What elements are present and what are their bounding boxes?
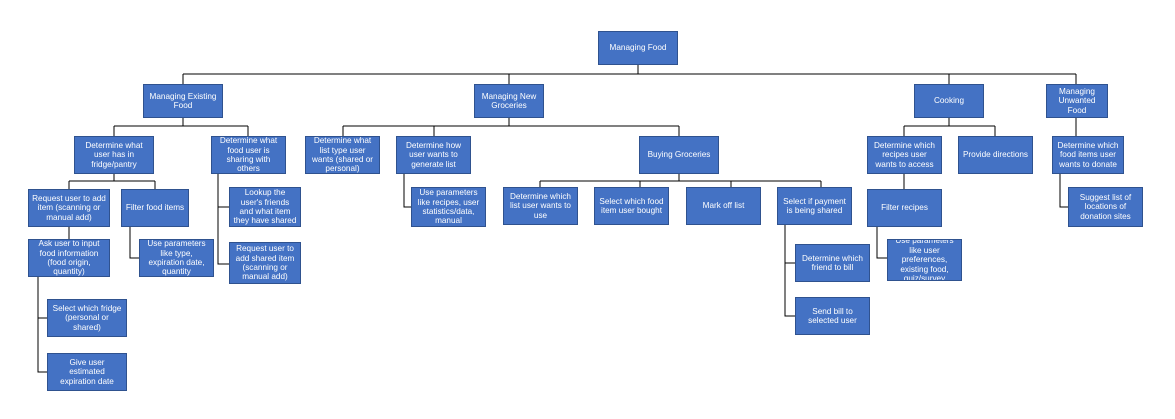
node-determine-recipes[interactable]: Determine which recipes user wants to ac… [867, 136, 942, 174]
node-input-food-info[interactable]: Ask user to input food information (food… [28, 239, 110, 277]
node-managing-unwanted-food[interactable]: Managing Unwanted Food [1046, 84, 1108, 118]
node-request-add-shared-item[interactable]: Request user to add shared item (scannin… [229, 242, 301, 284]
node-lookup-friends[interactable]: Lookup the user's friends and what item … [229, 187, 301, 227]
node-generate-parameters[interactable]: Use parameters like recipes, user statis… [411, 187, 486, 227]
node-managing-food[interactable]: Managing Food [598, 31, 678, 65]
node-estimated-expiration[interactable]: Give user estimated expiration date [47, 353, 127, 391]
node-determine-friend-bill[interactable]: Determine which friend to bill [795, 244, 870, 282]
node-recipe-parameters[interactable]: Use parameters like user preferences, ex… [887, 239, 962, 281]
connector-filterrecipes-params [876, 226, 887, 259]
node-determine-list-type[interactable]: Determine what list type user wants (sha… [305, 136, 380, 174]
node-select-food-bought[interactable]: Select which food item user bought [594, 187, 669, 225]
node-filter-parameters[interactable]: Use parameters like type, expiration dat… [139, 239, 214, 277]
node-filter-food-items[interactable]: Filter food items [121, 189, 189, 227]
connector-existing-children [113, 117, 249, 136]
node-determine-fridge-pantry[interactable]: Determine what user has in fridge/pantry [74, 136, 154, 174]
node-payment-shared[interactable]: Select if payment is being shared [777, 187, 852, 225]
connector-groceries-children [342, 117, 680, 136]
node-donation-sites[interactable]: Suggest list of locations of donation si… [1068, 187, 1143, 227]
node-filter-recipes[interactable]: Filter recipes [867, 189, 942, 227]
node-determine-generate-list[interactable]: Determine how user wants to generate lis… [396, 136, 471, 174]
node-determine-sharing[interactable]: Determine what food user is sharing with… [211, 136, 286, 174]
node-determine-donate[interactable]: Determine which food items user wants to… [1052, 136, 1124, 174]
node-determine-which-list[interactable]: Determine which list user wants to use [503, 187, 578, 225]
node-provide-directions[interactable]: Provide directions [958, 136, 1033, 174]
node-send-bill[interactable]: Send bill to selected user [795, 297, 870, 335]
node-buying-groceries[interactable]: Buying Groceries [639, 136, 719, 174]
connector-sharing-children [217, 174, 229, 265]
connector-donate-sites [1059, 174, 1068, 208]
connector-filter-params [129, 226, 139, 259]
node-request-add-item[interactable]: Request user to add item (scanning or ma… [28, 189, 110, 227]
connector-root-children [182, 64, 1077, 84]
node-cooking[interactable]: Cooking [914, 84, 984, 118]
connector-fridge-children [68, 174, 156, 189]
node-mark-off-list[interactable]: Mark off list [686, 187, 761, 225]
connector-buying-children [539, 174, 822, 187]
connector-genlist-params [403, 174, 411, 208]
connector-payment-children [784, 225, 795, 317]
node-managing-new-groceries[interactable]: Managing New Groceries [474, 84, 544, 118]
node-select-fridge[interactable]: Select which fridge (personal or shared) [47, 299, 127, 337]
node-managing-existing-food[interactable]: Managing Existing Food [143, 84, 223, 118]
connector-cooking-children [903, 117, 996, 136]
connector-input-children [37, 277, 47, 373]
